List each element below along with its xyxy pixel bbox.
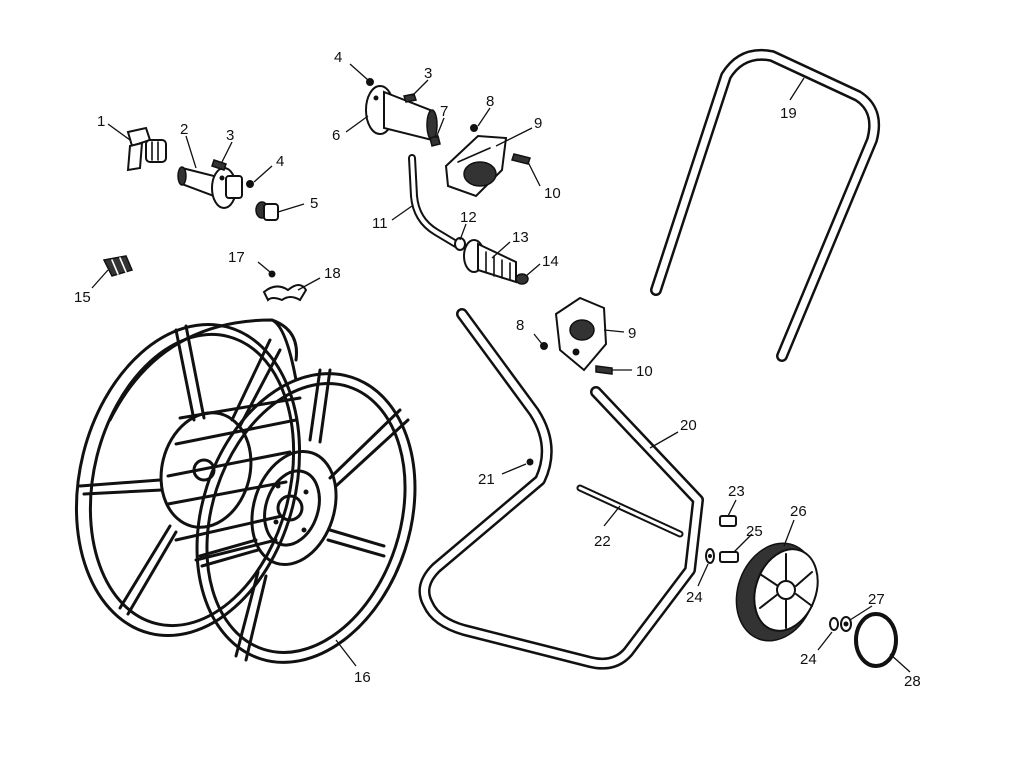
label-part-4-upper: 4 [334, 49, 342, 66]
leader-lines [91, 63, 911, 673]
label-part-6: 6 [332, 127, 340, 144]
label-part-3-upper: 3 [424, 65, 432, 82]
part-23-bushing [719, 515, 737, 527]
part-15-nozzle-connector [102, 255, 134, 277]
part-21-pin [526, 458, 534, 466]
part-14-cap [515, 273, 529, 285]
part-24-washer-left [705, 548, 715, 564]
part-27-nut [840, 616, 852, 632]
label-part-10-lower: 10 [636, 363, 653, 380]
part-22-axle-rod [576, 484, 684, 538]
label-part-20: 20 [680, 417, 697, 434]
part-10-bolt-upper [511, 153, 531, 165]
label-part-23: 23 [728, 483, 745, 500]
part-3-pin-left [211, 159, 227, 171]
part-18-clamp [262, 284, 308, 302]
label-part-24-left: 24 [686, 589, 703, 606]
part-6-upper-hub [365, 85, 438, 142]
part-11-bent-tube [408, 154, 460, 248]
label-part-3-left: 3 [226, 127, 234, 144]
part-2-hub-axle [177, 166, 243, 209]
part-9-crank-housing-lower [554, 296, 608, 372]
part-20-frame [418, 308, 704, 670]
label-part-1: 1 [97, 113, 105, 130]
label-part-16: 16 [354, 669, 371, 686]
label-part-24-right: 24 [800, 651, 817, 668]
label-part-15: 15 [74, 289, 91, 306]
label-part-21: 21 [478, 471, 495, 488]
label-part-22: 22 [594, 533, 611, 550]
part-26-wheel [735, 542, 819, 642]
label-part-10-upper: 10 [544, 185, 561, 202]
part-4-nut-left [246, 180, 254, 188]
part-12-washer [454, 237, 466, 251]
part-13-handle-grip [463, 239, 517, 284]
label-part-12: 12 [460, 209, 477, 226]
label-part-18: 18 [324, 265, 341, 282]
label-part-5: 5 [310, 195, 318, 212]
part-16-reel-drum [74, 318, 417, 664]
part-9-crank-housing-upper [444, 134, 508, 198]
label-part-14: 14 [542, 253, 559, 270]
part-8-nut-lower [540, 342, 548, 350]
part-4-nut-upper [366, 78, 374, 86]
label-part-17: 17 [228, 249, 245, 266]
part-19-u-handle [650, 49, 881, 362]
label-part-11: 11 [372, 215, 388, 232]
part-1-tap-connector [126, 126, 167, 172]
part-7-pin [429, 135, 441, 147]
label-part-9-lower: 9 [628, 325, 636, 342]
label-part-27: 27 [868, 591, 885, 608]
label-part-9-upper: 9 [534, 115, 542, 132]
part-10-bolt-lower [595, 365, 613, 375]
part-3-pin-upper [403, 93, 417, 103]
part-25-pin [719, 551, 739, 563]
label-part-8-lower: 8 [516, 317, 524, 334]
label-part-7: 7 [440, 103, 448, 120]
label-part-4-left: 4 [276, 153, 284, 170]
label-part-8-upper: 8 [486, 93, 494, 110]
label-part-25: 25 [746, 523, 763, 540]
part-5-adapter [255, 201, 279, 221]
part-17-screw [268, 270, 276, 278]
label-part-26: 26 [790, 503, 807, 520]
label-part-2: 2 [180, 121, 188, 138]
part-24-washer-right [829, 617, 839, 631]
part-8-nut-upper [470, 124, 478, 132]
label-part-28: 28 [904, 673, 921, 690]
label-part-13: 13 [512, 229, 529, 246]
part-28-hubcap-ring [854, 612, 898, 668]
part-labels: 1 2 3 4 5 4 3 6 7 8 9 10 11 12 13 14 15 … [74, 49, 921, 690]
label-part-19: 19 [780, 105, 797, 122]
